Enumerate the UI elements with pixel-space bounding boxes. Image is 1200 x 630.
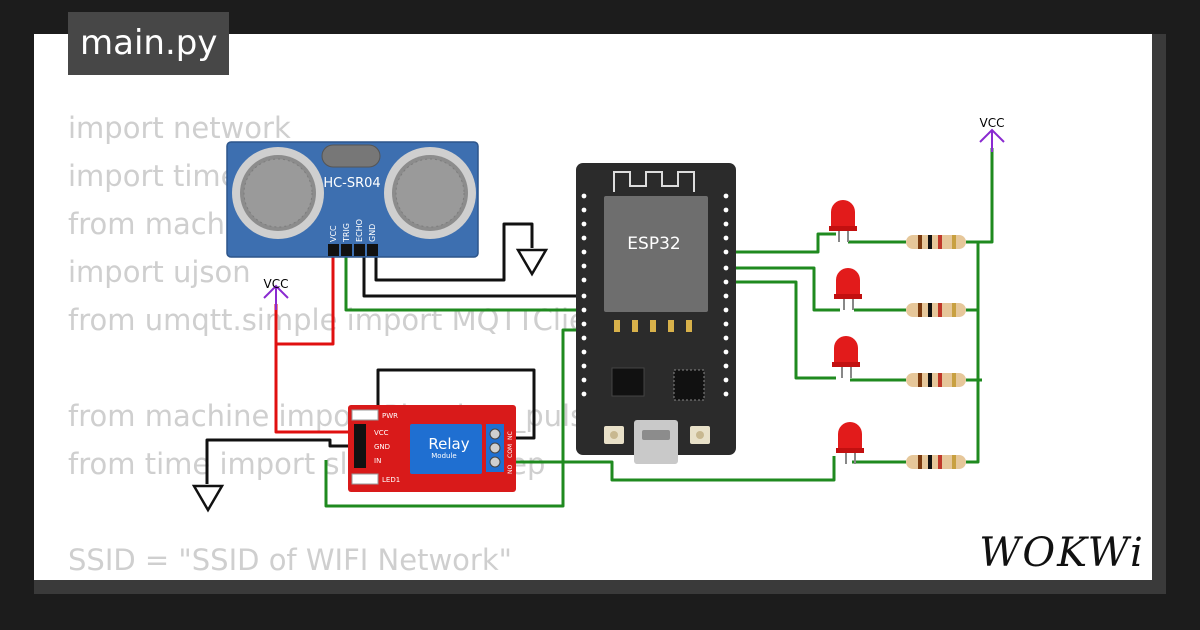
ultrasonic-transducer-right (384, 147, 476, 239)
sensor-pin-label: ECHO (355, 219, 364, 242)
vcc-arrow-icon (263, 284, 289, 310)
led-red[interactable] (834, 268, 862, 310)
relay-contact-label: COM (507, 444, 514, 458)
ultrasonic-sensor[interactable]: HC-SR04 VCC TRIG ECHO GND (226, 141, 479, 258)
wire-sensor-trig (344, 256, 582, 312)
relay-pwr-label: PWR (382, 412, 398, 420)
code-line: import network (68, 111, 291, 145)
relay-cube (410, 424, 482, 474)
relay-pin-header (354, 424, 366, 468)
ground-icon (191, 484, 225, 513)
wire-sensor-gnd (374, 222, 534, 282)
relay-led1 (351, 473, 379, 485)
resistor[interactable] (906, 373, 966, 387)
relay-pwr-led (351, 409, 379, 421)
wire-relay-com (496, 456, 836, 482)
esp32-label: ESP32 (627, 234, 680, 254)
wire-res-bus (966, 308, 982, 464)
ultrasonic-transducer-left (232, 147, 324, 239)
vcc-symbol-right: VCC (979, 116, 1005, 152)
antenna-icon (613, 171, 695, 192)
wire-led3 (724, 280, 836, 380)
sensor-pin-header (328, 244, 378, 256)
wire-relay-gnd (205, 438, 348, 484)
relay-contact-label: NC (507, 431, 514, 440)
led-red[interactable] (829, 200, 857, 242)
ground-icon (515, 248, 549, 277)
relay-subtitle: Module (431, 452, 456, 460)
sensor-pin-label: GND (368, 224, 377, 242)
wire-relay-control (324, 328, 582, 508)
wire-led2 (724, 266, 840, 312)
relay-module[interactable]: PWR VCC GND IN LED1 Relay Module NO COM … (348, 405, 516, 492)
wire-sensor-vcc (274, 256, 335, 346)
vcc-label: VCC (264, 277, 289, 291)
ground-symbols (191, 248, 549, 513)
voltage-regulator (611, 367, 645, 397)
wokwi-logo: WOKWi (979, 530, 1145, 576)
sensor-pin-label: VCC (329, 225, 338, 242)
wire-relay-vcc (274, 344, 348, 434)
sensor-label: HC-SR04 (323, 176, 380, 191)
wire-led1 (724, 232, 836, 254)
code-line: SSID = "SSID of WIFI Network" (68, 543, 512, 577)
wire-vcc-bus (966, 148, 994, 244)
relay-pin-label: GND (374, 443, 390, 451)
vcc-symbol-left: VCC (263, 277, 289, 310)
wire-sensor-echo (362, 256, 582, 298)
file-tab[interactable]: main.py (68, 12, 230, 75)
resistor[interactable] (906, 235, 966, 249)
vcc-label: VCC (980, 116, 1005, 130)
vcc-arrow-icon (979, 128, 1005, 152)
esp32-board[interactable]: ESP32 (576, 163, 736, 464)
led-red[interactable] (832, 336, 860, 378)
usb-chip (673, 369, 705, 401)
esp32-pin-holes (581, 193, 729, 397)
sensor-pin-label: TRIG (342, 223, 351, 243)
usb-port (634, 420, 678, 464)
esp32-module (604, 196, 708, 312)
relay-pin-label: IN (374, 457, 381, 465)
relay-title: Relay (428, 435, 469, 453)
module-pads (614, 320, 692, 332)
relay-pin-label: VCC (374, 429, 389, 437)
resistor[interactable] (906, 455, 966, 469)
relay-led1-label: LED1 (382, 476, 400, 484)
resistor[interactable] (906, 303, 966, 317)
led-red[interactable] (836, 422, 864, 464)
relay-contact-label: NO (507, 465, 514, 474)
code-line: import ujson (68, 255, 251, 289)
